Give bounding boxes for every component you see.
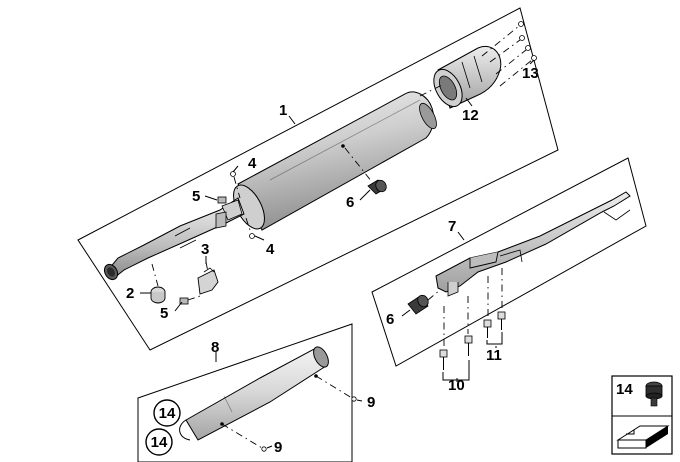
callout-5-upper: 5 [192,188,200,205]
tailpipe-cover [433,46,502,109]
clip-upper [217,196,227,204]
callout-14-lower: 14 [151,434,168,451]
part-14-legend [611,375,673,455]
callout-6-upper: 6 [346,194,354,211]
callout-8: 8 [211,339,219,356]
callout-11: 11 [486,347,502,364]
callout-1: 1 [279,102,287,119]
callout-7: 7 [448,218,456,235]
callout-13: 13 [522,65,539,82]
leader-lines-group-7 [401,231,497,382]
callout-2: 2 [126,285,134,302]
leader-lines-group-1 [140,59,535,312]
legend-14-label: 14 [616,381,633,398]
silencer-group-frame [77,7,559,351]
catalogue-symbol-icon [616,425,670,449]
silencer-holder-bracket [435,191,631,297]
callout-5-lower: 5 [160,305,168,322]
callout-12: 12 [462,107,479,124]
callout-9-lower: 9 [274,439,282,456]
callout-4-upper: 4 [248,155,257,172]
end-cap-group-frame [137,323,353,462]
rubber-grommet-lower [407,289,441,315]
bolts-11 [483,268,506,345]
rear-silencer [103,91,437,281]
rubber-grommet-upper [341,144,387,195]
rubber-knob-icon [645,381,663,407]
cover-screws [419,21,537,97]
callout-circle-14-b [145,428,173,456]
callout-4-lower: 4 [266,241,275,258]
callout-3: 3 [201,241,209,258]
callout-9-upper: 9 [367,394,375,411]
end-cap-cone [179,346,363,452]
clamp-ring [150,263,166,304]
callout-circle-14-a [153,399,181,427]
callout-10: 10 [448,377,465,394]
clip-lower [179,295,201,305]
callout-14-upper: 14 [159,405,176,422]
bracket-clamp [197,261,219,295]
callout-6-lower: 6 [386,311,394,328]
mounting-screws [230,171,255,239]
bolts-10 [439,296,473,381]
bracket-group-frame [371,157,647,367]
